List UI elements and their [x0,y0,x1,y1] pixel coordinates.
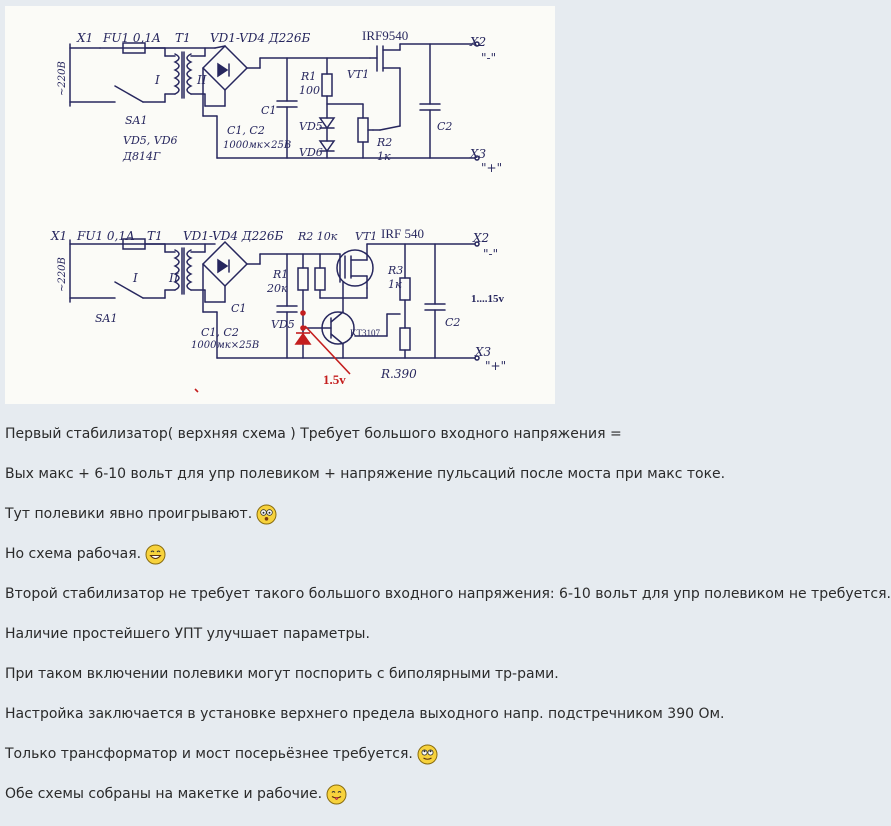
paragraph: Вых макс + 6-10 вольт для упр полевиком … [5,466,865,483]
label-top-vd56: VD5, VD6 [123,134,178,147]
label-bottom-fu1: FU1 0,1A [76,229,135,243]
label-bottom-plus: "+" [485,359,506,373]
paragraph: Только трансформатор и мост посерьёзнее … [5,744,865,765]
label-bottom-caps-value: 1000мк×25В [191,340,259,351]
label-bottom-winding2: II [168,271,179,285]
label-bottom-r3: R3 [387,264,403,277]
label-bottom-r2: R2 10к [297,230,338,243]
label-top-fu1: FU1 0,1A [102,31,161,45]
label-top-x3: X3 [469,147,487,161]
paragraph: Первый стабилизатор( верхняя схема ) Тре… [5,426,865,443]
label-bottom-caps: C1, C2 [201,326,239,339]
paragraph: Наличие простейшего УПТ улучшает парамет… [5,626,865,643]
label-bottom-sa1: SA1 [95,312,117,325]
label-top-x1: X1 [76,31,93,45]
label-top-c2: C2 [437,120,452,133]
paragraph-text: Настройка заключается в установке верхне… [5,706,725,722]
label-top-zener: Д814Г [122,150,161,163]
label-bottom-transistor: IRF 540 [381,226,424,241]
paragraph: Обе схемы собраны на макетке и рабочие. [5,784,865,805]
label-bottom-bridge: VD1-VD4 Д226Б [183,229,284,243]
label-top-vt1: VT1 [347,68,369,81]
label-bottom-r3-value: 1к [388,278,402,291]
label-top-vd5: VD5 [299,120,323,133]
paragraph-text: Но схема рабочая. [5,546,142,562]
label-bottom-c1: C1 [231,302,246,315]
label-top-caps-value: 1000мк×25В [223,140,291,151]
paragraph-text: Первый стабилизатор( верхняя схема ) Тре… [5,426,622,442]
label-top-winding1: I [154,73,160,87]
schematic-image: X1 FU1 0,1A T1 VD1-VD4 Д226Б IRF9540 X2 … [5,6,555,404]
label-bottom-x3: X3 [474,345,492,359]
post-body: Первый стабилизатор( верхняя схема ) Тре… [5,426,891,826]
label-top-plus: "+" [481,161,502,175]
label-bottom-winding1: I [132,271,138,285]
label-top-r2: R2 [376,136,392,149]
label-top-r1-value: 100 [299,84,320,97]
label-bottom-r1-value: 20к [266,282,288,295]
paragraph-text: Обе схемы собраны на макетке и рабочие. [5,786,323,802]
label-top-c1: C1 [261,104,276,117]
label-bottom-ref-voltage: 1.5v [323,372,346,387]
label-top-winding2: II [196,73,207,87]
rolling-eyes-smiley-icon [417,744,438,765]
paragraph-text: Вых макс + 6-10 вольт для упр полевиком … [5,466,726,482]
label-top-r1: R1 [300,70,316,83]
label-bottom-t1: T1 [147,229,163,243]
label-top-mains: ~220В [57,61,68,96]
tongue-smiley-icon [326,784,347,805]
label-top-bridge: VD1-VD4 Д226Б [210,31,311,45]
label-top-vd6: VD6 [299,146,323,159]
paragraph-text: Тут полевики явно проигрывают. [5,506,253,522]
paragraph: Тут полевики явно проигрывают. [5,504,865,525]
label-bottom-vt1: VT1 [355,230,377,243]
label-top-x2: X2 [469,35,486,49]
paragraph: Второй стабилизатор не требует такого бо… [5,586,891,603]
paragraph-text: Второй стабилизатор не требует такого бо… [5,586,891,602]
label-bottom-r1: R1 [272,268,288,281]
paragraph-text: При таком включении полевики могут поспо… [5,666,559,682]
label-top-caps: C1, C2 [227,124,265,137]
label-bottom-c2: C2 [445,316,460,329]
paragraph: Но схема рабочая. [5,544,865,565]
label-bottom-r-trim: R.390 [380,367,417,381]
label-bottom-bjt: KT3107 [350,328,380,338]
label-bottom-vd5: VD5 [271,318,295,331]
paragraph: Настройка заключается в установке верхне… [5,706,865,723]
label-bottom-range: 1....15v [471,293,505,305]
label-top-t1: T1 [175,31,191,45]
label-bottom-x1: X1 [50,229,67,243]
label-bottom-x2: X2 [472,231,489,245]
label-bottom-minus: "-" [483,247,498,261]
label-top-transistor: IRF9540 [362,28,408,43]
paragraph-text: Наличие простейшего УПТ улучшает парамет… [5,626,370,642]
paragraph: При таком включении полевики могут поспо… [5,666,865,683]
label-bottom-mains: ~220В [57,257,68,292]
wide-eyed-smiley-icon [256,504,277,525]
label-top-minus: "-" [481,51,496,65]
schematic-drawing: X1 FU1 0,1A T1 VD1-VD4 Д226Б IRF9540 X2 … [50,28,506,393]
label-top-sa1: SA1 [125,114,147,127]
label-top-r2-value: 1к [377,150,391,163]
paragraph-text: Только трансформатор и мост посерьёзнее … [5,746,413,762]
grin-smiley-icon [145,544,166,565]
